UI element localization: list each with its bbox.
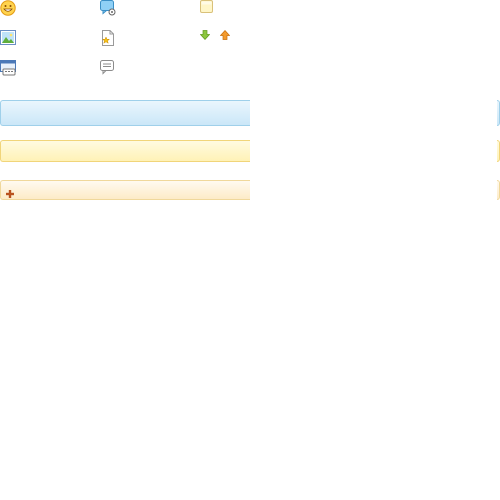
comment-icon (100, 60, 116, 76)
keyboard-window-icon (0, 60, 16, 76)
star-document-icon (100, 30, 116, 46)
chat-bubble-settings-icon (100, 0, 116, 16)
image-icon (0, 30, 16, 46)
orange-bar-left[interactable] (0, 180, 250, 200)
plus-icon[interactable] (5, 184, 15, 198)
smiley-icon (0, 0, 16, 16)
up-arrow-icon (220, 30, 230, 40)
yellow-bar-left (0, 140, 250, 162)
down-arrow-icon (200, 30, 210, 40)
blue-bar-left (0, 100, 250, 126)
note-icon (200, 0, 214, 14)
